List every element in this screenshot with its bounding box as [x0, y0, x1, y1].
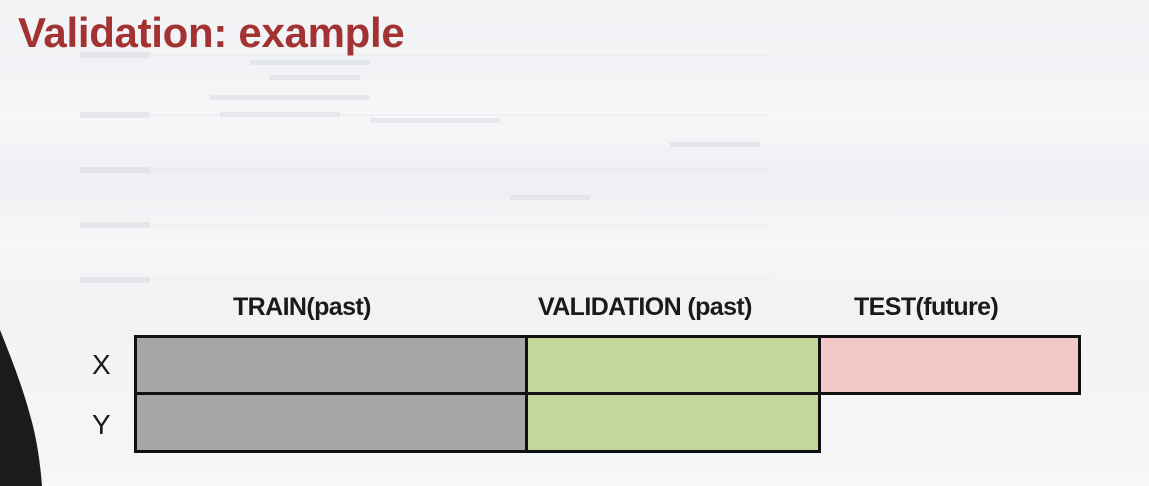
- row-label-y: Y: [92, 409, 111, 440]
- column-header-test: TEST(future): [854, 293, 999, 321]
- cell-x-validation: [525, 335, 821, 395]
- row-label-x: X: [92, 349, 111, 380]
- background-band: [0, 60, 1149, 170]
- column-header-validation: VALIDATION (past): [538, 293, 752, 321]
- cell-x-test: [818, 335, 1081, 395]
- cell-y-train: [134, 392, 528, 453]
- background-band: [0, 190, 1149, 300]
- slide-title: Validation: example: [18, 9, 405, 56]
- cell-y-validation: [525, 392, 821, 453]
- column-header-train: TRAIN(past): [233, 293, 371, 321]
- cell-x-train: [134, 335, 528, 395]
- presenter-silhouette: [0, 330, 42, 486]
